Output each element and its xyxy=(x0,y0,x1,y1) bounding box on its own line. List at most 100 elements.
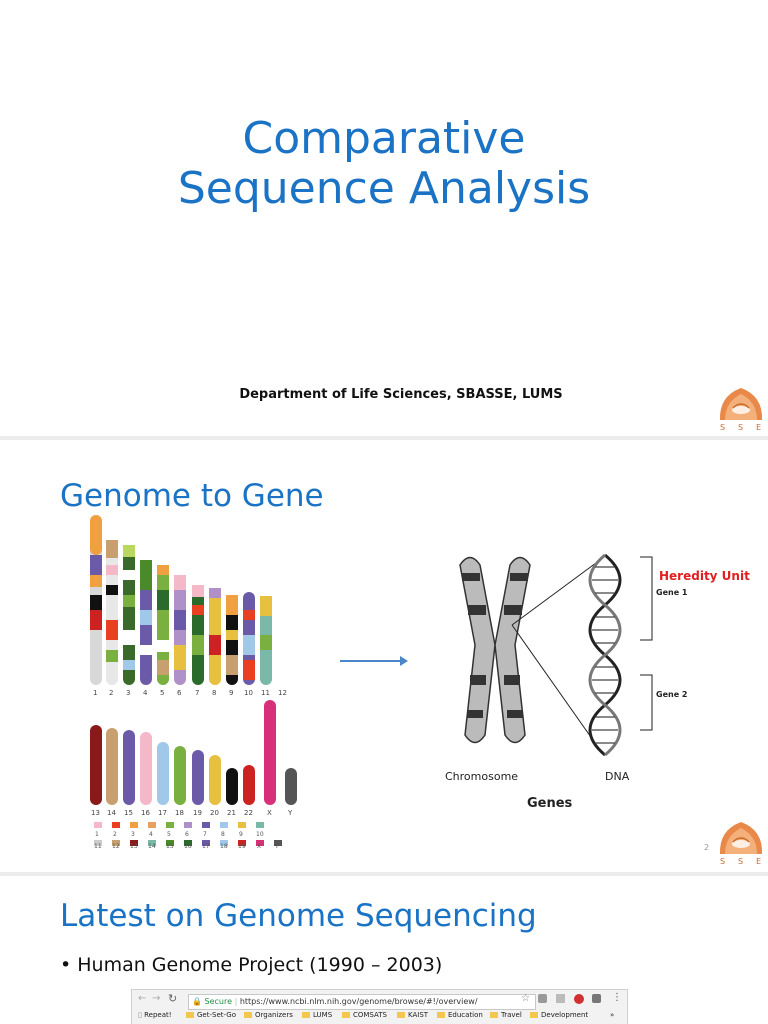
chrom-label: 18 xyxy=(175,809,184,817)
bookmark-item[interactable]: Travel xyxy=(490,1011,522,1019)
chromosome-6 xyxy=(174,575,186,685)
dna-label: DNA xyxy=(605,770,630,783)
chrom-label: 20 xyxy=(210,809,219,817)
folder-icon xyxy=(530,1012,538,1018)
browser-screenshot: ← → ↻ 🔒 Secure | https://www.ncbi.nlm.ni… xyxy=(131,989,628,1024)
sse-logo: S S E xyxy=(715,386,767,432)
chrom-label: 11 xyxy=(261,689,270,697)
url-text: https://www.ncbi.nlm.nih.gov/genome/brow… xyxy=(239,997,478,1006)
chromosome-13 xyxy=(90,725,102,805)
gene1-bracket xyxy=(640,556,653,641)
bookmark-item[interactable]: LUMS xyxy=(302,1011,332,1019)
chrom-label: 4 xyxy=(143,689,148,697)
svg-text:14: 14 xyxy=(148,843,156,850)
svg-text:3: 3 xyxy=(131,831,135,838)
karyotype-illustration: 1 2 3 4 5 6 7 8 9 10 11 12 13 14 15 xyxy=(90,515,297,850)
svg-text:10: 10 xyxy=(256,831,264,838)
back-icon[interactable]: ← xyxy=(138,993,147,1004)
title-line-2: Sequence Analysis xyxy=(177,163,591,214)
chromosome-4 xyxy=(140,560,152,685)
svg-text:S: S xyxy=(720,857,725,866)
department-text: Department of Life Sciences, SBASSE, LUM… xyxy=(239,387,563,402)
svg-text:8: 8 xyxy=(221,831,225,838)
bookmark-item[interactable]: COMSATS xyxy=(342,1011,387,1019)
svg-text:12: 12 xyxy=(112,843,120,850)
slide-title: Genome to Gene xyxy=(60,478,324,514)
chrom-label: 15 xyxy=(124,809,133,817)
bookmark-item[interactable]: Education xyxy=(437,1011,483,1019)
folder-icon xyxy=(186,1012,194,1018)
bookmark-item[interactable]: ▯ Repeat! xyxy=(138,1011,172,1019)
chrom-label: 16 xyxy=(141,809,150,817)
title-line-1: Comparative xyxy=(242,113,526,164)
slide-genome-sequencing: Latest on Genome Sequencing • Human Geno… xyxy=(0,876,768,1024)
bookmark-item[interactable]: Organizers xyxy=(244,1011,293,1019)
folder-icon xyxy=(302,1012,310,1018)
chrom-label: 1 xyxy=(93,689,97,697)
bookmark-item[interactable]: KAIST xyxy=(397,1011,428,1019)
chromosome-2 xyxy=(106,540,118,685)
lock-icon: 🔒 xyxy=(192,997,202,1006)
arrow-right-icon xyxy=(340,656,408,666)
svg-text:11: 11 xyxy=(94,843,102,850)
sse-logo-icon: S S E xyxy=(719,388,763,432)
chromosome-11 xyxy=(260,596,272,685)
svg-text:Y: Y xyxy=(274,843,279,850)
svg-text:1: 1 xyxy=(95,831,99,838)
chrom-label: 22 xyxy=(244,809,253,817)
svg-text:17: 17 xyxy=(202,843,210,850)
sse-logo-icon: S S E xyxy=(719,822,763,866)
dna-helix-icon xyxy=(588,553,622,757)
slide-title-page: Comparative Sequence Analysis Department… xyxy=(0,0,768,436)
chrom-label: 14 xyxy=(107,809,116,817)
address-bar[interactable]: 🔒 Secure | https://www.ncbi.nlm.nih.gov/… xyxy=(188,994,536,1010)
extension-icon[interactable] xyxy=(556,994,565,1003)
genes-label: Genes xyxy=(527,796,573,811)
bookmark-item[interactable]: Get-Set-Go xyxy=(186,1011,236,1019)
logo-letter-2: S xyxy=(738,423,743,432)
extension-icon[interactable] xyxy=(538,994,547,1003)
chromosome-7 xyxy=(192,585,204,685)
chrom-label: 13 xyxy=(91,809,100,817)
svg-text:2: 2 xyxy=(113,831,117,838)
adblock-icon[interactable] xyxy=(574,994,584,1004)
forward-icon[interactable]: → xyxy=(152,993,161,1004)
chromosome-8 xyxy=(209,588,221,685)
svg-text:19: 19 xyxy=(238,843,246,850)
bullet-icon: • xyxy=(60,954,78,976)
chromosome-x xyxy=(264,700,276,805)
chromosome-22 xyxy=(243,765,255,805)
x-chromosome-icon xyxy=(459,556,531,744)
svg-text:18: 18 xyxy=(220,843,228,850)
secure-label: Secure xyxy=(204,997,233,1006)
bullet-item: • Human Genome Project (1990 – 2003) xyxy=(60,954,442,976)
svg-text:X: X xyxy=(257,843,261,850)
sse-logo: S S E xyxy=(715,820,767,866)
folder-icon xyxy=(437,1012,445,1018)
chromosome-3 xyxy=(123,545,135,685)
chromosome-y xyxy=(285,768,297,805)
bullet-text: Human Genome Project (1990 – 2003) xyxy=(77,954,443,976)
svg-text:6: 6 xyxy=(185,831,189,838)
svg-text:15: 15 xyxy=(166,843,174,850)
chromosome-9 xyxy=(226,595,238,685)
chrom-label: 10 xyxy=(244,689,253,697)
bookmark-item[interactable]: Development xyxy=(530,1011,588,1019)
star-icon[interactable]: ☆ xyxy=(521,993,530,1004)
more-bookmarks-icon[interactable]: » xyxy=(610,1011,615,1019)
chromosome-14 xyxy=(106,728,118,805)
svg-text:16: 16 xyxy=(184,843,192,850)
slide-title: Latest on Genome Sequencing xyxy=(60,898,537,934)
svg-text:5: 5 xyxy=(167,831,171,838)
chromosome-10 xyxy=(243,592,255,685)
reload-icon[interactable]: ↻ xyxy=(168,992,178,1005)
slide-divider xyxy=(0,436,768,440)
svg-text:13: 13 xyxy=(130,843,138,850)
folder-icon xyxy=(490,1012,498,1018)
logo-letter-1: S xyxy=(720,423,725,432)
extension-icon[interactable] xyxy=(592,994,601,1003)
menu-icon[interactable]: ⋮ xyxy=(612,992,622,1003)
logo-letter-3: E xyxy=(756,423,761,432)
chrom-label: Y xyxy=(287,809,293,817)
slide-number: 2 xyxy=(704,843,710,852)
